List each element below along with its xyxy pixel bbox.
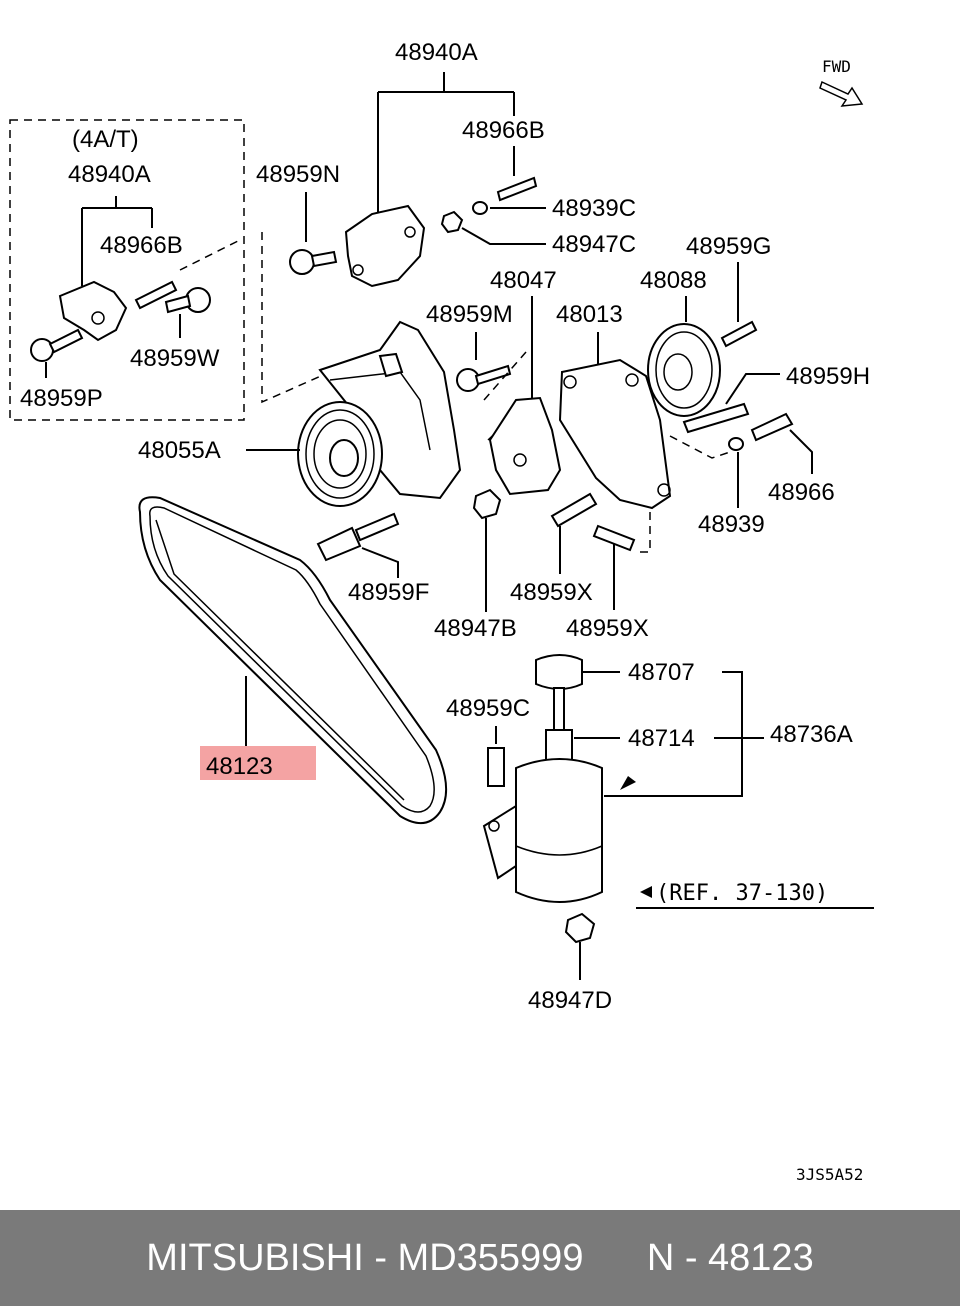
inset-bracket-hole xyxy=(91,311,105,325)
reservoir-48736a xyxy=(482,654,603,903)
footer-gap xyxy=(583,1237,646,1280)
label-48966b-inset: 48966B xyxy=(100,232,183,259)
drawing-code: 3JS5A52 xyxy=(796,1165,863,1184)
label-48947d: 48947D xyxy=(528,987,612,1014)
arrow-icon xyxy=(620,776,636,790)
label-48966b-top: 48966B xyxy=(462,117,545,144)
label-48959m: 48959M xyxy=(426,301,513,328)
inset-bolt-48966b xyxy=(134,280,178,310)
inset-connector xyxy=(179,232,331,404)
pump-48055a xyxy=(297,320,462,507)
label-48047: 48047 xyxy=(490,267,557,294)
label-48707: 48707 xyxy=(628,659,695,686)
label-48959x-b: 48959X xyxy=(566,615,649,642)
bolt-48959x-b xyxy=(592,524,636,552)
leader-48959h xyxy=(725,373,780,405)
nut-48947c xyxy=(440,210,464,234)
label-48959c: 48959C xyxy=(446,695,530,722)
highlight-48123 xyxy=(200,746,316,780)
parts-diagram: FWD (4A/T) 48940A 48966B 48959W 48959P 4… xyxy=(9,39,874,1184)
footer-brand: MITSUBISHI xyxy=(146,1236,364,1279)
inset-title: (4A/T) xyxy=(72,126,139,153)
label-ref[interactable]: (REF. 37-130) xyxy=(656,881,828,906)
label-48959n: 48959N xyxy=(256,161,340,188)
label-48088: 48088 xyxy=(640,267,707,294)
inset-bolt-48959p xyxy=(30,328,84,362)
bolt-48959c xyxy=(487,747,505,787)
inset-bracket xyxy=(58,280,128,342)
bracket-48047 xyxy=(488,396,562,496)
label-48959g: 48959G xyxy=(686,233,771,260)
label-48959h: 48959H xyxy=(786,363,870,390)
label-48959f: 48959F xyxy=(348,579,429,606)
label-48013: 48013 xyxy=(556,301,623,328)
inset-bolt-48959w xyxy=(164,287,211,314)
ref-arrow-icon xyxy=(640,886,652,898)
label-48940a-inset: 48940A xyxy=(68,161,151,188)
washer-48939 xyxy=(728,437,744,451)
pulley-48088 xyxy=(647,323,721,417)
label-48123[interactable]: 48123 xyxy=(206,753,273,780)
leader-48966 xyxy=(789,429,813,474)
part-footer: MITSUBISHI - MD355999 N - 48123 xyxy=(0,1210,960,1306)
leader-48947c xyxy=(461,227,546,245)
label-48714: 48714 xyxy=(628,725,695,752)
leader-48940a-inset xyxy=(81,196,153,286)
bolt-48959f xyxy=(316,512,400,562)
leader-48959f xyxy=(361,547,399,578)
leader-48940a-top xyxy=(377,72,515,216)
inset-frame xyxy=(9,119,245,421)
label-48959p: 48959P xyxy=(20,385,103,412)
label-48966: 48966 xyxy=(768,479,835,506)
fwd-indicator: FWD xyxy=(819,57,864,107)
leader-48736a xyxy=(604,671,764,797)
footer-ref-prefix: N - xyxy=(646,1236,709,1279)
nut-48947b xyxy=(472,488,502,520)
bolt-48959n xyxy=(289,249,338,275)
inset-4at: (4A/T) 48940A 48966B 48959W 48959P xyxy=(9,119,245,421)
bolt-48959m xyxy=(456,364,512,392)
label-48940a-top: 48940A xyxy=(395,39,478,66)
label-48959x-a: 48959X xyxy=(510,579,593,606)
connector-48939 xyxy=(640,435,731,553)
label-48736a: 48736A xyxy=(770,721,853,748)
footer-separator: - xyxy=(363,1236,398,1279)
fwd-label: FWD xyxy=(822,57,851,76)
footer-part-number: MD355999 xyxy=(397,1236,584,1279)
label-48947b: 48947B xyxy=(434,615,517,642)
label-48939c: 48939C xyxy=(552,195,636,222)
fwd-arrow-icon xyxy=(819,80,864,107)
label-48939: 48939 xyxy=(698,511,765,538)
bolt-48966 xyxy=(750,412,794,442)
bolt-48959g xyxy=(720,320,758,348)
bolt-48966b xyxy=(496,176,538,202)
label-48947c: 48947C xyxy=(552,231,636,258)
label-48055a: 48055A xyxy=(138,437,221,464)
washer-48939c xyxy=(472,201,488,215)
label-48959w: 48959W xyxy=(130,345,220,372)
footer-ref-number: 48123 xyxy=(708,1236,814,1279)
bolt-48959x-a xyxy=(550,492,598,528)
belt-48123 xyxy=(138,496,448,824)
bracket-48940a xyxy=(344,204,426,288)
bracket-48013 xyxy=(558,358,672,510)
nut-48947d xyxy=(564,912,596,944)
bolt-48959h xyxy=(682,402,750,434)
